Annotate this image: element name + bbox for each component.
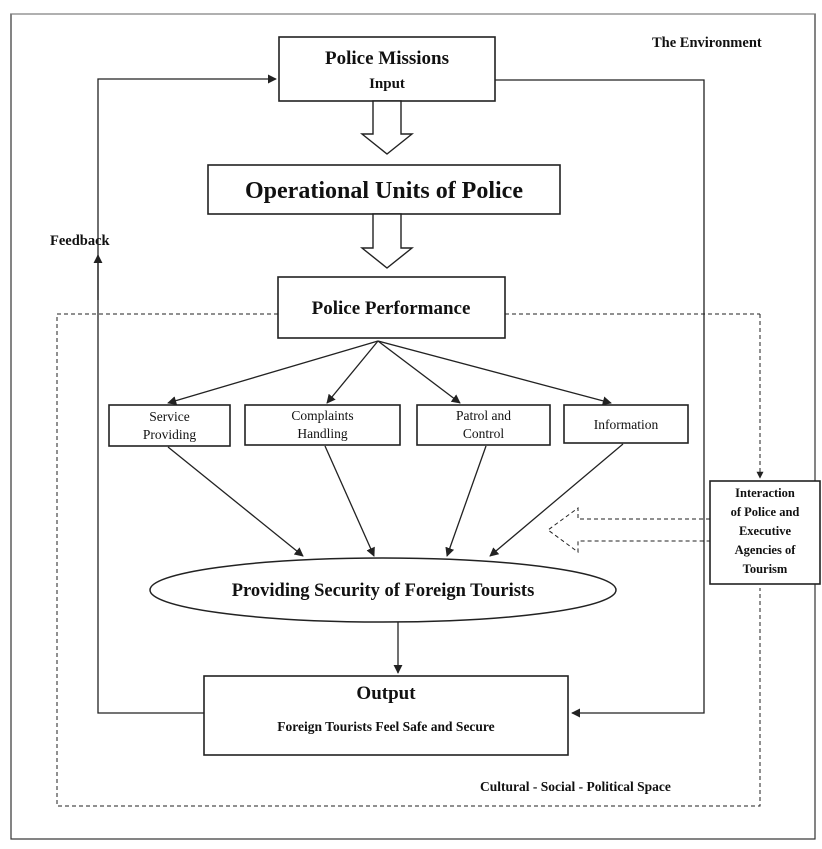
output-subtitle: Foreign Tourists Feel Safe and Secure: [277, 719, 494, 734]
arrow-information-to-security: [489, 443, 624, 557]
service-line2: Providing: [143, 427, 197, 442]
information-box: [563, 404, 689, 444]
feedback-label: Feedback: [50, 233, 111, 249]
interaction-line1: Interaction: [735, 486, 795, 500]
arrow-patrol-to-security: [445, 445, 487, 557]
dashed-block-arrow: [547, 507, 710, 553]
cultural-space-boundary: [56, 313, 761, 807]
police-performance-box: [277, 276, 506, 339]
arrow-to-patrol: [377, 340, 461, 404]
arrow-service-to-security: [167, 446, 304, 557]
patrol-line2: Control: [463, 426, 505, 441]
security-ellipse: [149, 557, 617, 623]
arrow-complaints-to-security: [324, 445, 375, 557]
police-missions-box: [278, 36, 496, 102]
service-line1: Service: [149, 409, 189, 424]
security-title: Providing Security of Foreign Tourists: [232, 581, 535, 601]
output-box: [203, 675, 569, 756]
complaints-handling-box: [244, 404, 401, 446]
output-title: Output: [356, 683, 416, 704]
complaints-line2: Handling: [297, 426, 347, 441]
patrol-line1: Patrol and: [456, 408, 511, 423]
interaction-line5: Tourism: [743, 562, 788, 576]
operational-units-title: Operational Units of Police: [245, 178, 523, 204]
feedback-loop-arrow: [97, 74, 277, 714]
arrow-to-information: [377, 340, 612, 406]
input-label: Input: [369, 76, 405, 92]
block-arrow-2: [360, 213, 414, 269]
arrow-to-complaints: [326, 340, 379, 404]
information-label: Information: [594, 417, 659, 432]
arrow-to-service: [167, 340, 379, 406]
patrol-control-box: [416, 404, 551, 446]
service-providing-box: [108, 404, 231, 447]
interaction-line2: of Police and: [731, 505, 800, 519]
police-missions-title: Police Missions: [325, 48, 449, 69]
environment-flow-arrow: [495, 79, 705, 718]
interaction-line4: Agencies of: [735, 543, 797, 557]
police-performance-title: Police Performance: [312, 298, 471, 319]
complaints-line1: Complaints: [291, 408, 353, 423]
interaction-line3: Executive: [739, 524, 792, 538]
interaction-box: [709, 480, 821, 585]
space-label: Cultural - Social - Political Space: [480, 779, 671, 794]
block-arrow-1: [360, 100, 414, 155]
environment-label: The Environment: [652, 35, 762, 51]
